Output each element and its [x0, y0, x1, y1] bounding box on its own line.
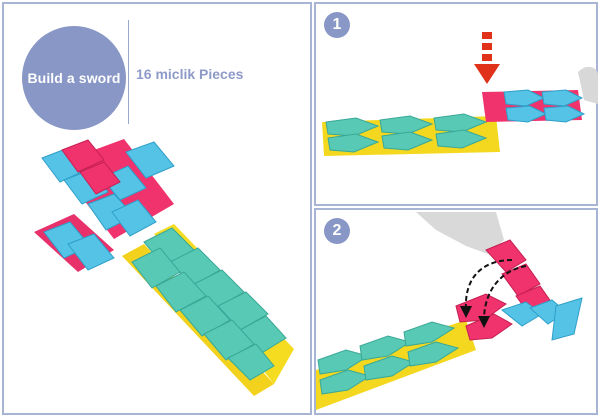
pieces-count: 16 miclik Pieces — [136, 66, 244, 82]
divider — [128, 20, 129, 124]
sword-overview-panel: Build a sword 16 miclik Pieces — [2, 2, 312, 415]
step-2-panel: 2 — [314, 208, 598, 415]
title-badge: Build a sword — [22, 26, 126, 130]
step-number-badge: 1 — [324, 12, 350, 38]
sword-illustration — [34, 139, 294, 396]
step-number-badge: 2 — [324, 218, 350, 244]
step-1-panel: 1 — [314, 2, 598, 206]
step-1-illustration — [322, 32, 598, 156]
red-down-arrow-icon — [474, 32, 500, 84]
curved-dashed-arrows-icon — [464, 259, 527, 321]
step-2-illustration — [316, 212, 583, 410]
title-label: Build a sword — [27, 70, 121, 86]
